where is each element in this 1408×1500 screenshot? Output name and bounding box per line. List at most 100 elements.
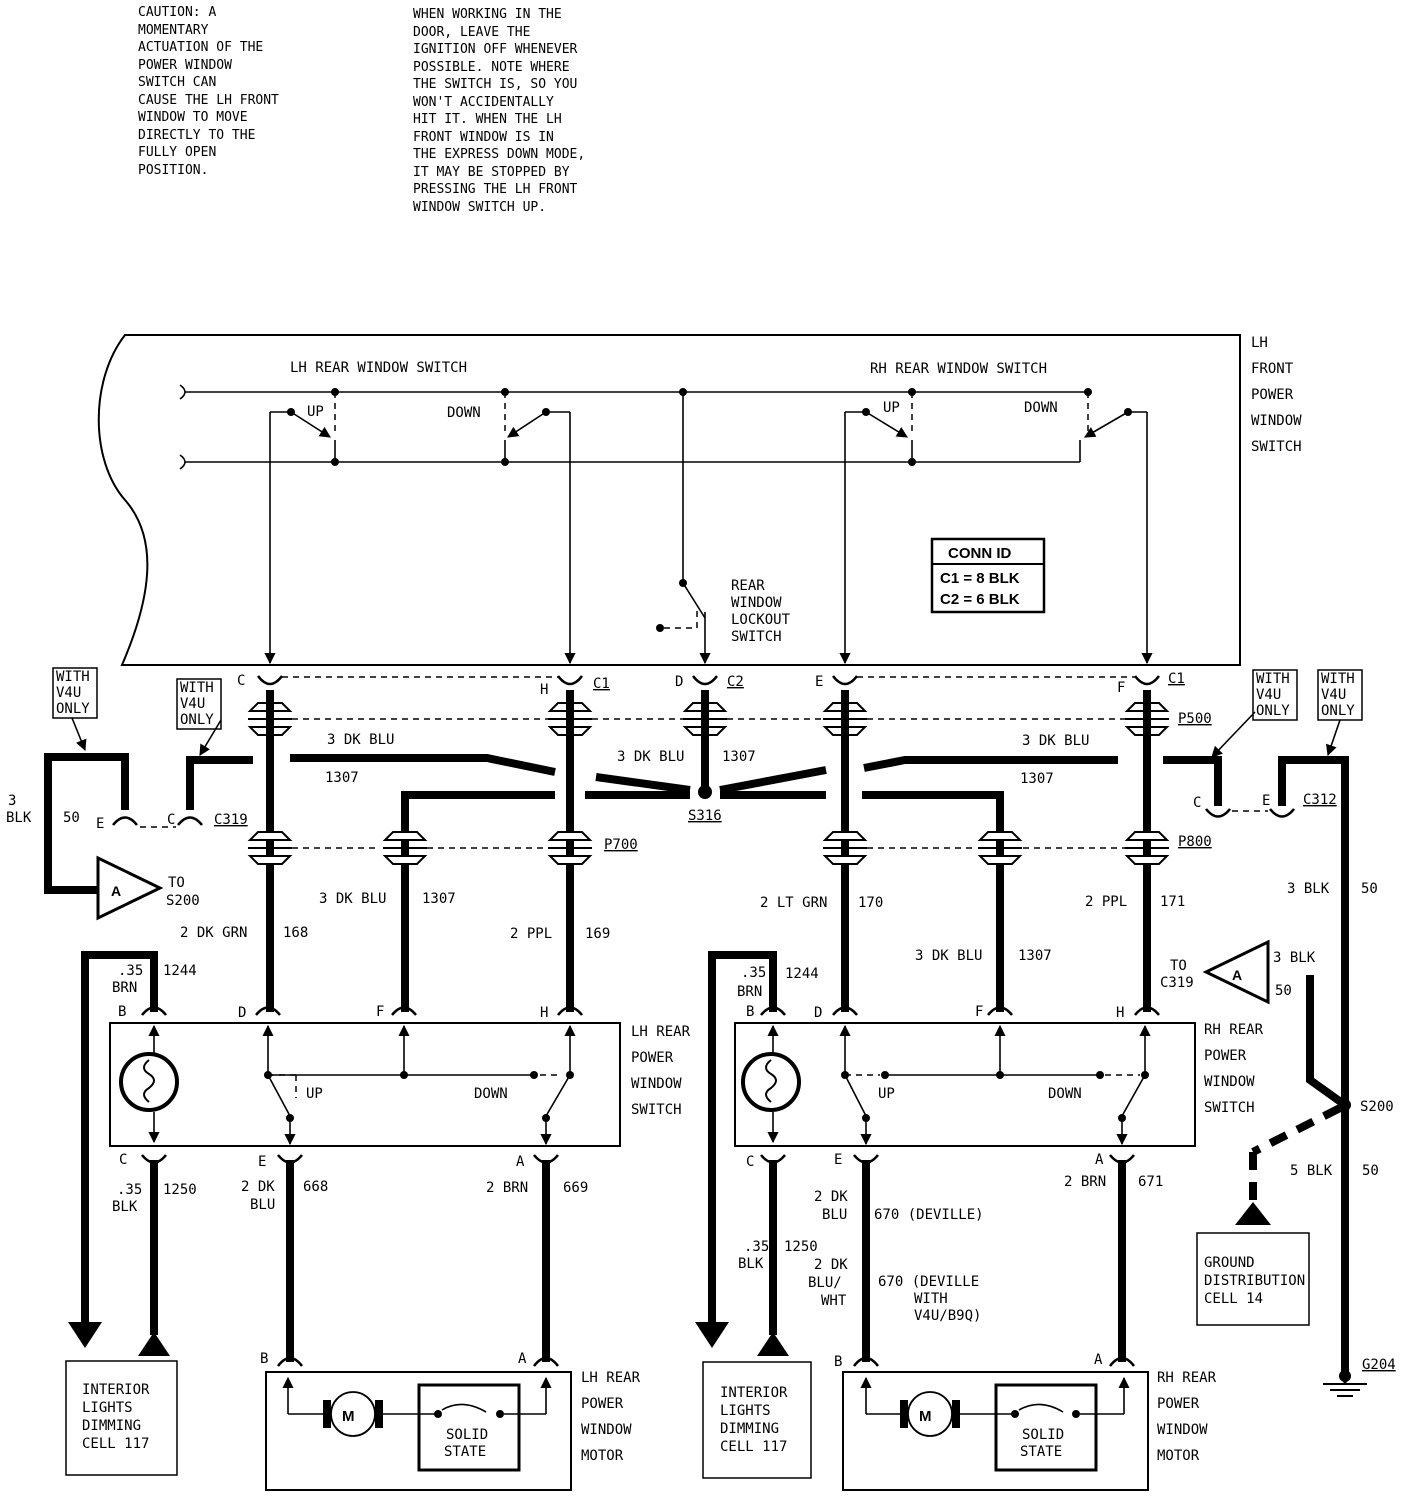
connector-c319: C319 bbox=[214, 812, 248, 828]
rh-rear-window-switch-label: RH REAR WINDOW SWITCH bbox=[870, 361, 1047, 377]
wire-label: .35 bbox=[118, 963, 143, 979]
pin-b: B bbox=[746, 1004, 754, 1020]
pin-c: C bbox=[119, 1152, 127, 1168]
wire-label: BLK bbox=[112, 1199, 138, 1215]
pin-c: C bbox=[167, 812, 175, 828]
pin-c: C bbox=[746, 1154, 754, 1170]
lh-rear-power-window-switch-title: LH REAR POWER WINDOW SWITCH bbox=[631, 1024, 698, 1118]
s200-splice-dot bbox=[1339, 1099, 1351, 1111]
connector-c2: C2 bbox=[727, 674, 744, 690]
connector-c1: C1 bbox=[1168, 671, 1185, 687]
wire-label: 169 bbox=[585, 926, 610, 942]
wires bbox=[44, 690, 1349, 1372]
pin-a: A bbox=[516, 1154, 525, 1170]
wire-label: 2 DK bbox=[814, 1189, 848, 1205]
svg-text:M: M bbox=[919, 1408, 932, 1425]
ref-a-to-c319: A bbox=[1202, 939, 1270, 1005]
wire-label: .35 bbox=[741, 965, 766, 981]
svg-text:C1 = 8 BLK: C1 = 8 BLK bbox=[940, 570, 1020, 587]
wire-label: 2 DK GRN bbox=[180, 925, 247, 941]
rh-rear-switch-box bbox=[734, 1006, 1196, 1164]
wire-label: BRN bbox=[737, 984, 762, 1000]
wire-label: 3 DK BLU bbox=[327, 732, 394, 748]
svg-text:C2 = 6 BLK: C2 = 6 BLK bbox=[940, 591, 1020, 608]
ground-icon bbox=[1323, 1370, 1367, 1397]
wire-label: 2 BRN bbox=[486, 1180, 528, 1196]
connector-s200: S200 bbox=[1360, 1099, 1394, 1115]
connector-cups-top bbox=[257, 675, 1160, 686]
wire-label: 1250 bbox=[163, 1182, 197, 1198]
pin-a: A bbox=[1094, 1352, 1103, 1368]
pin-d: D bbox=[675, 674, 683, 690]
connector-p800: P800 bbox=[1178, 834, 1212, 850]
connector-g204: G204 bbox=[1362, 1357, 1396, 1373]
pin-b: B bbox=[834, 1354, 842, 1370]
pin-h: H bbox=[1116, 1005, 1124, 1021]
inline-connector-symbol bbox=[977, 831, 1023, 865]
lh-rear-window-switch-label: LH REAR WINDOW SWITCH bbox=[290, 360, 467, 376]
wire-label: 3 BLK bbox=[1287, 881, 1330, 897]
pin-a: A bbox=[1095, 1152, 1104, 1168]
up-label: UP bbox=[878, 1086, 895, 1102]
pin-a: A bbox=[518, 1351, 527, 1367]
connector-c312: C312 bbox=[1303, 792, 1337, 808]
wire-label: 50 bbox=[1362, 1163, 1379, 1179]
wire-label: 5 BLK bbox=[1290, 1163, 1333, 1179]
pin-b: B bbox=[118, 1004, 126, 1020]
ref-a-to-s200: A bbox=[96, 855, 164, 921]
down-label: DOWN bbox=[1024, 400, 1058, 416]
wire-label: 50 bbox=[63, 810, 80, 826]
wire-label: 669 bbox=[563, 1180, 588, 1196]
lockout-label: REAR WINDOW LOCKOUT SWITCH bbox=[731, 578, 798, 645]
wire-label: 2 LT GRN bbox=[760, 895, 827, 911]
svg-text:A: A bbox=[111, 883, 121, 899]
conn-id-box: CONN ID C1 = 8 BLK C2 = 6 BLK bbox=[930, 537, 1046, 614]
pin-h: H bbox=[540, 682, 548, 698]
pin-d: D bbox=[814, 1005, 822, 1021]
wire-label: 1307 bbox=[722, 749, 756, 765]
pin-h: H bbox=[540, 1005, 548, 1021]
wire-label: V4U/B9Q) bbox=[914, 1308, 981, 1324]
inline-connectors bbox=[247, 831, 1170, 865]
pin-c: C bbox=[1193, 795, 1201, 811]
caution-note: CAUTION: A MOMENTARY ACTUATION OF THE PO… bbox=[138, 5, 279, 178]
wire-label: 668 bbox=[303, 1179, 328, 1195]
wire-label: 171 bbox=[1160, 894, 1185, 910]
pin-f: F bbox=[376, 1004, 384, 1020]
pin-f: F bbox=[975, 1004, 983, 1020]
wire-label: 670 (DEVILLE bbox=[878, 1274, 979, 1290]
wire-label: .35 bbox=[744, 1239, 769, 1255]
connector-p700: P700 bbox=[604, 837, 638, 853]
inline-connector-symbol bbox=[247, 831, 293, 865]
svg-text:CONN ID: CONN ID bbox=[948, 545, 1012, 562]
connector-p500: P500 bbox=[1178, 711, 1212, 727]
up-label: UP bbox=[307, 404, 324, 420]
wire-label: WHT bbox=[821, 1293, 847, 1309]
wire-label: BLK bbox=[738, 1256, 764, 1272]
connector-c1: C1 bbox=[593, 676, 610, 692]
wire-label: 3 bbox=[8, 793, 16, 809]
wire-label: BLU bbox=[250, 1197, 275, 1213]
connector-s316: S316 bbox=[688, 808, 722, 824]
wire-label: BLU bbox=[822, 1207, 847, 1223]
c319-c312-cups bbox=[112, 808, 1295, 828]
pin-d: D bbox=[238, 1005, 246, 1021]
inline-connector-symbol bbox=[547, 831, 593, 865]
svg-text:A: A bbox=[1232, 967, 1242, 983]
inline-connector-symbol bbox=[822, 831, 868, 865]
pin-e: E bbox=[815, 674, 823, 690]
wire-label: BLU/ bbox=[808, 1275, 842, 1291]
pin-f: F bbox=[1117, 680, 1125, 696]
wire-label: 1307 bbox=[325, 770, 359, 786]
lh-rear-power-window-motor-title: LH REAR POWER WINDOW MOTOR bbox=[581, 1370, 648, 1464]
